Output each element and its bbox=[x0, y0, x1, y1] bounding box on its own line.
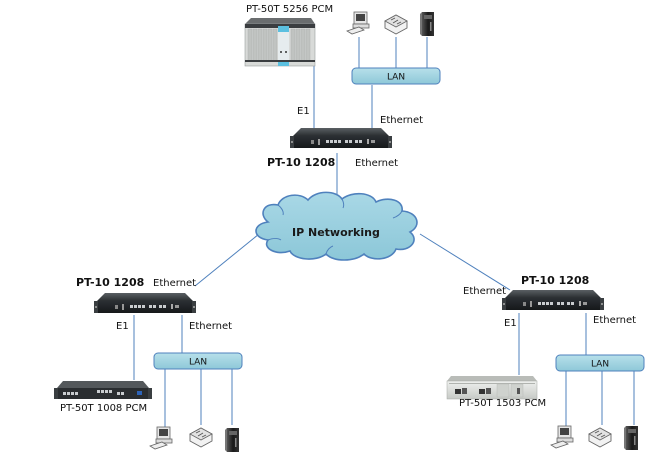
cloud-label: IP Networking bbox=[292, 226, 380, 239]
router-label-right: PT-10 1208 bbox=[521, 274, 590, 287]
uplink-ethernet-label-top: Ethernet bbox=[355, 158, 399, 169]
uplink-ethernet-label-right: Ethernet bbox=[463, 286, 507, 297]
e1-label-left: E1 bbox=[116, 321, 129, 332]
pcm-chassis-icon bbox=[244, 18, 316, 67]
switch-icon bbox=[384, 14, 408, 35]
computer-icon bbox=[550, 425, 574, 449]
uplink-left bbox=[194, 233, 260, 287]
pcm-label-top: PT-50T 5256 PCM bbox=[246, 4, 334, 15]
lan-ethernet-label-top: Ethernet bbox=[380, 115, 424, 126]
router-icon bbox=[290, 128, 392, 148]
lan-bus-left: LAN bbox=[153, 352, 243, 370]
server-icon bbox=[624, 426, 638, 450]
pcm-1u-icon bbox=[54, 381, 152, 399]
lan-bus-top: LAN bbox=[351, 67, 441, 85]
lan-ethernet-label-right: Ethernet bbox=[593, 315, 637, 326]
lan-label: LAN bbox=[189, 358, 207, 368]
router-icon bbox=[94, 293, 196, 313]
lan-label: LAN bbox=[387, 73, 405, 83]
router-label-top: PT-10 1208 bbox=[267, 156, 336, 169]
e1-label-right: E1 bbox=[504, 318, 517, 329]
pcm-2u-icon bbox=[446, 376, 538, 400]
connection-lines bbox=[133, 37, 635, 428]
lan-endpoints-top bbox=[346, 11, 434, 36]
computer-icon bbox=[149, 426, 173, 450]
lan-ethernet-label-left: Ethernet bbox=[189, 321, 233, 332]
computer-icon bbox=[346, 11, 370, 35]
router-icon bbox=[502, 290, 604, 310]
lan-label: LAN bbox=[591, 360, 609, 370]
lan-endpoints-left bbox=[149, 426, 239, 452]
server-icon bbox=[420, 12, 434, 36]
switch-icon bbox=[189, 427, 213, 448]
pcm-label-left: PT-50T 1008 PCM bbox=[60, 403, 148, 414]
cloud-icon bbox=[255, 191, 418, 261]
lan-endpoints-right bbox=[550, 425, 638, 450]
lan-bus-right: LAN bbox=[555, 354, 645, 372]
uplink-ethernet-label-left: Ethernet bbox=[153, 278, 197, 289]
switch-icon bbox=[588, 427, 612, 448]
pcm-label-right: PT-50T 1503 PCM bbox=[459, 398, 547, 409]
e1-label-top: E1 bbox=[297, 106, 310, 117]
server-icon bbox=[225, 428, 239, 452]
router-label-left: PT-10 1208 bbox=[76, 276, 145, 289]
uplink-right bbox=[419, 233, 511, 291]
